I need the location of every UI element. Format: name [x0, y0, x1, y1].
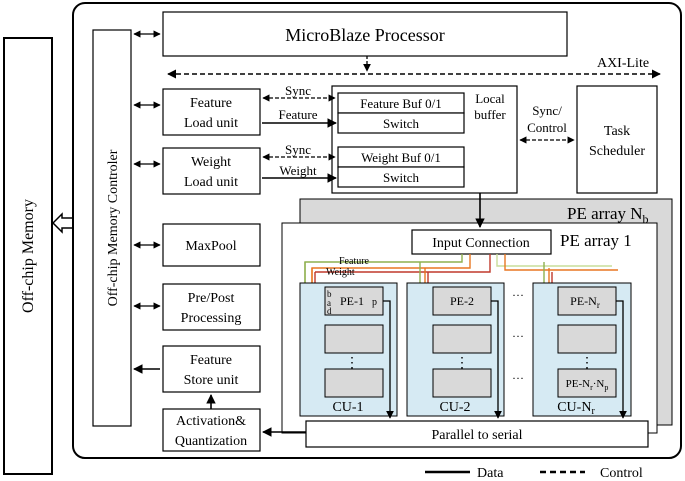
cu-n-pe-1 [557, 286, 617, 316]
offchip-memory-label: Off-chip Memory [20, 199, 37, 313]
maxpool-block [162, 223, 261, 267]
cu-1-pe-label: PE-1 [340, 294, 364, 308]
port-d-label: d [327, 306, 332, 316]
offchip-memory-block [3, 37, 53, 475]
weight-load-label-1: Weight [191, 155, 231, 170]
legend-data-label: Data [477, 466, 504, 481]
weight-switch-label: Switch [383, 170, 420, 185]
parallel-to-serial-label: Parallel to serial [432, 428, 523, 443]
activation-block [162, 408, 261, 452]
task-scheduler-label-2: Scheduler [589, 144, 645, 159]
cu-n-pe-label: PE-Nr [570, 294, 600, 310]
local-buffer-label-1: Local [475, 91, 505, 106]
sync-label-weight: Sync [285, 142, 311, 157]
cu-2-pe-1 [432, 286, 492, 316]
cu-n-pe-last-label: PE-Nr·Np [566, 378, 609, 392]
cu-n-pe-last [557, 368, 617, 398]
pe-array-nb-label: PE array Nb [567, 204, 649, 226]
sync-control-label-1: Sync/ [532, 103, 562, 118]
sync-control-label-2: Control [527, 120, 567, 135]
weight-load-unit [162, 147, 261, 195]
cu-2-pe-label: PE-2 [450, 294, 474, 308]
cu-n-label: CU-Nr [557, 400, 595, 417]
cu-1-pe-n [324, 368, 384, 398]
feature-load-label-2: Load unit [184, 116, 238, 131]
cu-1-vdots: ⋮ [345, 356, 359, 371]
feature-store-unit [162, 345, 261, 393]
cu-hdots-2: ··· [512, 329, 524, 343]
cu-2-pe-n [432, 368, 492, 398]
cu-1-label: CU-1 [332, 400, 363, 415]
port-a-label: a [327, 298, 331, 308]
feature-store-label-2: Store unit [184, 373, 239, 388]
sync-label-feature: Sync [285, 83, 311, 98]
memory-controller-label: Off-chip Memory Controler [106, 149, 121, 306]
activation-label-1: Activation& [176, 414, 246, 429]
cu-1-pe-1 [324, 286, 384, 316]
input-connection [411, 229, 552, 255]
task-scheduler-label-1: Task [604, 124, 630, 139]
input-connection-label: Input Connection [432, 236, 530, 251]
feature-buf-label: Feature Buf 0/1 [360, 96, 442, 111]
memory-controller-block [92, 29, 132, 427]
feature-load-label-1: Feature [190, 96, 232, 111]
cu-n-vdots: ⋮ [580, 356, 594, 371]
feature-switch [337, 112, 465, 134]
weight-switch [337, 166, 465, 188]
cu-n-pe-2 [557, 324, 617, 354]
port-b-label: b [327, 289, 332, 299]
pre-post-label-1: Pre/Post [188, 291, 235, 306]
cu-2-pe-2 [432, 324, 492, 354]
cu-2-label: CU-2 [439, 400, 470, 415]
local-buffer-label-2: buffer [474, 107, 506, 122]
feature-signal-label: Feature [279, 107, 318, 122]
feature-store-label-1: Feature [190, 353, 232, 368]
cu-2-vdots: ⋮ [455, 356, 469, 371]
cu-hdots-3: ··· [512, 371, 524, 385]
parallel-to-serial [305, 420, 649, 448]
microblaze-block [162, 11, 568, 57]
pe-array-1-label: PE array 1 [560, 231, 632, 250]
weight-load-label-2: Load unit [184, 175, 238, 190]
feature-wire-label: Feature [339, 256, 370, 267]
legend: Data Control [425, 466, 643, 481]
cu-hdots-1: ··· [512, 288, 524, 302]
weight-buf-label: Weight Buf 0/1 [361, 150, 441, 165]
task-scheduler-block [576, 85, 658, 194]
weight-wire-label: Weight [326, 267, 355, 278]
maxpool-label: MaxPool [185, 239, 236, 254]
pre-post-block [162, 283, 261, 331]
microblaze-label: MicroBlaze Processor [285, 25, 444, 45]
feature-switch-label: Switch [383, 116, 420, 131]
feature-load-unit [162, 88, 261, 136]
port-p-label: p [372, 297, 377, 308]
cu-1-pe-2 [324, 324, 384, 354]
weight-signal-label: Weight [279, 163, 317, 178]
axi-lite-label: AXI-Lite [597, 56, 649, 71]
pre-post-label-2: Processing [181, 311, 242, 326]
legend-control-label: Control [600, 466, 643, 481]
activation-label-2: Quantization [175, 434, 247, 449]
